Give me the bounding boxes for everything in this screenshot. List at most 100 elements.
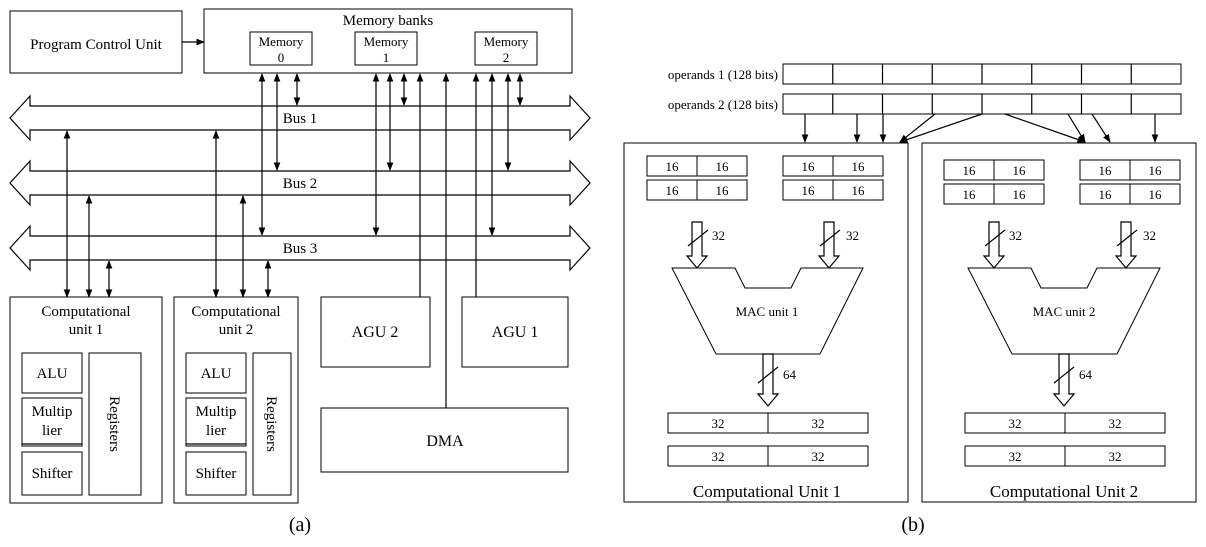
memory-bank-0: Memory 0 bbox=[249, 31, 313, 66]
cu2-multiplier-line1: Multip bbox=[196, 404, 237, 420]
cu1-shifter bbox=[21, 451, 83, 496]
cu-b1-output-arrow bbox=[756, 353, 780, 407]
program-control-unit-label: Program Control Unit bbox=[30, 37, 162, 53]
cu-b2-left-input-arrow bbox=[982, 221, 1006, 269]
cu1-registers-label: Registers bbox=[106, 396, 122, 452]
cu-b1-output-cell-label: 32 bbox=[812, 449, 825, 464]
operands-1-label: operands 1 (128 bits) bbox=[668, 67, 778, 82]
cu1-alu bbox=[21, 352, 83, 394]
memory-bank-1-label: Memory bbox=[364, 34, 409, 49]
cu-b1-output-registers: 32 32 32 32 bbox=[667, 412, 869, 467]
dma: DMA bbox=[320, 407, 569, 473]
memory-bank-2-label: Memory bbox=[484, 34, 529, 49]
cu-b2-left-input-cell bbox=[993, 159, 1045, 181]
cu-b2-output-arrow bbox=[1052, 353, 1076, 407]
cu2-title-line1: Computational bbox=[191, 304, 280, 320]
agu-2: AGU 2 bbox=[320, 296, 431, 368]
cu-b1-right-input-cell bbox=[832, 179, 884, 201]
cu1-title-line1: Computational bbox=[41, 304, 130, 320]
cu-b1-left-width: 32 bbox=[712, 228, 725, 243]
panel-b: operands 1 (128 bits) operands 2 (128 bi… bbox=[623, 63, 1197, 536]
cu1-title-line2: unit 1 bbox=[69, 322, 104, 338]
panel-a: Program Control Unit Memory banks Memory… bbox=[9, 8, 591, 536]
memory-bank-0-index: 0 bbox=[278, 50, 285, 65]
cu-b1-right-input-cell-label: 16 bbox=[852, 159, 866, 174]
panel-a-caption: (a) bbox=[289, 514, 311, 536]
operands-2-cells bbox=[832, 94, 1132, 114]
cu-b1-left-input-cell-label: 16 bbox=[716, 159, 730, 174]
bus-2-label: Bus 2 bbox=[283, 176, 318, 192]
cu-b2-right-input-cell bbox=[1129, 183, 1181, 205]
cu-b1-output-width: 64 bbox=[783, 367, 797, 382]
cu2-multiplier bbox=[185, 397, 247, 447]
cu-b1-right-input-cell bbox=[832, 155, 884, 177]
agu-1: AGU 1 bbox=[461, 296, 569, 368]
cu-b1-left-input-cell bbox=[696, 155, 748, 177]
bus-3: Bus 3 bbox=[9, 224, 591, 272]
memory-bank-1-index: 1 bbox=[383, 50, 390, 65]
memory-banks-title: Memory banks bbox=[343, 13, 434, 29]
operands-2-label: operands 2 (128 bits) bbox=[668, 97, 778, 112]
cu2-shifter-label: Shifter bbox=[196, 466, 237, 482]
cu-b2-left-input-cell-label: 16 bbox=[1013, 187, 1027, 202]
cu-bus-connectors bbox=[63, 130, 272, 298]
cu-b1-left-input-cell-label: 16 bbox=[666, 159, 680, 174]
cu-b1-left-input-cell-label: 16 bbox=[716, 183, 730, 198]
cu2-registers-label: Registers bbox=[263, 396, 279, 452]
cu2-title-line2: unit 2 bbox=[219, 322, 254, 338]
cu1-multiplier-line2: lier bbox=[42, 423, 62, 439]
cu-b1-output-cell bbox=[767, 445, 869, 467]
cu1-registers bbox=[88, 352, 142, 496]
cu-b1-left-input-cell-label: 16 bbox=[666, 183, 680, 198]
bus-1: Bus 1 bbox=[9, 94, 591, 142]
cu1-multiplier bbox=[21, 397, 83, 447]
agu-1-label: AGU 1 bbox=[492, 324, 539, 341]
mac-unit-2 bbox=[967, 267, 1161, 355]
bus-2: Bus 2 bbox=[9, 159, 591, 207]
cu-b2-right-input-cell-label: 16 bbox=[1099, 163, 1113, 178]
mac-unit-1-label: MAC unit 1 bbox=[736, 304, 799, 319]
bus-1-label: Bus 1 bbox=[283, 111, 318, 127]
cu-b2-output-cell-label: 32 bbox=[1109, 416, 1122, 431]
mac-unit-1 bbox=[671, 267, 864, 355]
cu-b2-left-width: 32 bbox=[1009, 228, 1022, 243]
cu2-registers bbox=[252, 352, 292, 496]
cu1-alu-label: ALU bbox=[37, 366, 68, 382]
memory-bus-connectors bbox=[258, 73, 524, 236]
cu2-alu bbox=[185, 352, 247, 394]
cu-b2-left-input-cell-label: 16 bbox=[963, 163, 977, 178]
cu-b1-output-cell-label: 32 bbox=[712, 416, 725, 431]
cu-b1-output-cell bbox=[767, 412, 869, 434]
cu-b1-right-width: 32 bbox=[846, 228, 859, 243]
cu-b1-output-cell-label: 32 bbox=[712, 449, 725, 464]
agu-2-label: AGU 2 bbox=[352, 324, 399, 341]
memory-bank-2: Memory 2 bbox=[474, 31, 538, 66]
cu-b2-right-input-arrow bbox=[1114, 221, 1138, 269]
cu2-shifter bbox=[185, 451, 247, 496]
dma-label: DMA bbox=[426, 433, 464, 450]
cu1-multiplier-line1: Multip bbox=[32, 404, 73, 420]
cu-b2-right-input-cell-label: 16 bbox=[1149, 163, 1163, 178]
cu-b2-output-cell bbox=[1064, 412, 1166, 434]
cu2-alu-label: ALU bbox=[201, 366, 232, 382]
cu-b2-right-input-cell-label: 16 bbox=[1149, 187, 1163, 202]
cu-b2-left-input-cell-label: 16 bbox=[1013, 163, 1027, 178]
cu-b1-right-input-arrow bbox=[817, 221, 841, 269]
cu-b1-output-cell-label: 32 bbox=[812, 416, 825, 431]
cu-b1-right-input-cell-label: 16 bbox=[852, 183, 866, 198]
computational-unit-1: Computational unit 1 ALU Multip lier Shi… bbox=[9, 296, 163, 504]
memory-banks: Memory banks Memory 0 Memory 1 Memory 2 bbox=[203, 8, 573, 74]
cu-b2-output-cell bbox=[1064, 445, 1166, 467]
cu-b1-right-input-cell-label: 16 bbox=[802, 183, 816, 198]
memory-bank-1: Memory 1 bbox=[354, 31, 418, 66]
cu-b2-right-input-cell-label: 16 bbox=[1099, 187, 1113, 202]
cu-b2-output-cell-label: 32 bbox=[1009, 416, 1022, 431]
cu-b1-title: Computational Unit 1 bbox=[693, 482, 841, 501]
cu-b2-title: Computational Unit 2 bbox=[990, 482, 1138, 501]
cu-b1-left-input-arrow bbox=[685, 221, 709, 269]
